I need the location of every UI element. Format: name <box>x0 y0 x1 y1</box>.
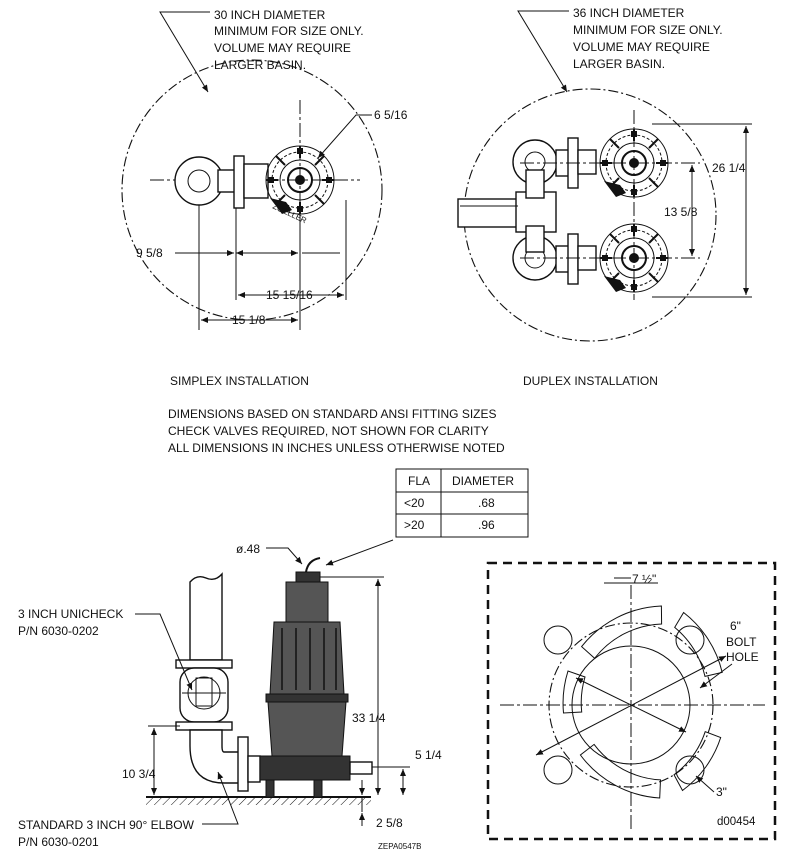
duplex-note-line-4: LARGER BASIN. <box>573 57 665 71</box>
simplex-dim-c: 15 15/16 <box>266 288 313 302</box>
bolt-hole-label-2: BOLT <box>726 635 757 649</box>
dim-left-label: 10 3/4 <box>122 767 156 781</box>
cable-dim-leader <box>266 547 303 565</box>
table-row-2-diameter: .96 <box>478 518 495 532</box>
duplex-plan: 36 INCH DIAMETER MINIMUM FOR SIZE ONLY. … <box>457 6 752 388</box>
dim-discharge-label: 5 1/4 <box>415 748 442 762</box>
simplex-dim-b: 9 5/8 <box>136 246 163 260</box>
simplex-flange <box>233 155 245 209</box>
duplex-basin-outline <box>463 88 717 342</box>
dim-height-label: 33 1/4 <box>352 711 386 725</box>
duplex-note-line-3: VOLUME MAY REQUIRE <box>573 40 710 54</box>
elbow-label-1: STANDARD 3 INCH 90° ELBOW <box>18 818 195 832</box>
base-dim-slot-label: 3" <box>716 785 727 799</box>
general-notes: DIMENSIONS BASED ON STANDARD ANSI FITTIN… <box>168 407 505 455</box>
simplex-note-line-1: 30 INCH DIAMETER <box>214 8 326 22</box>
dim-base-label: 2 5/8 <box>376 816 403 830</box>
unicheck-valve <box>175 667 233 731</box>
simplex-dim-d: 15 1/8 <box>232 313 266 327</box>
simplex-basin-note: 30 INCH DIAMETER MINIMUM FOR SIZE ONLY. … <box>214 8 364 72</box>
duplex-note-line-1: 36 INCH DIAMETER <box>573 6 685 20</box>
bolt-hole-label-3: HOLE <box>726 650 759 664</box>
simplex-note-line-2: MINIMUM FOR SIZE ONLY. <box>214 24 364 38</box>
unicheck-label-1: 3 INCH UNICHECK <box>18 607 123 621</box>
base-plate-view: 7 ½" 6" BOLT HOLE 3" d00454 <box>486 561 777 841</box>
table-header-fla: FLA <box>408 474 430 488</box>
duplex-dim-height: 26 1/4 <box>712 161 746 175</box>
pump-elevation <box>259 557 373 798</box>
simplex-note-line-3: VOLUME MAY REQUIRE <box>214 41 351 55</box>
drawing-number: d00454 <box>717 816 756 828</box>
ground-hatch <box>146 797 371 805</box>
note-line-3: ALL DIMENSIONS IN INCHES UNLESS OTHERWIS… <box>168 441 505 455</box>
base-plate-frame <box>486 561 777 841</box>
table-row-1-diameter: .68 <box>478 496 495 510</box>
duplex-dim-spacing: 13 5/8 <box>664 205 698 219</box>
base-plate-ring <box>562 605 723 799</box>
elevation-view: ø.48 33 1/4 5 1/4 10 3/4 2 5/8 3 INCH UN… <box>18 539 442 851</box>
svg-text:ZOELLER: ZOELLER <box>271 202 308 226</box>
duplex-note-line-2: MINIMUM FOR SIZE ONLY. <box>573 23 723 37</box>
base-dim-top-label: 7 ½" <box>632 572 656 586</box>
unicheck-label-2: P/N 6030-0202 <box>18 624 99 638</box>
elbow-label-2: P/N 6030-0201 <box>18 835 99 849</box>
simplex-note-line-4: LARGER BASIN. <box>214 58 306 72</box>
simplex-dim-a: 6 5/16 <box>374 108 408 122</box>
note-line-1: DIMENSIONS BASED ON STANDARD ANSI FITTIN… <box>168 407 497 421</box>
table-header-diameter: DIAMETER <box>452 474 514 488</box>
note-line-2: CHECK VALVES REQUIRED, NOT SHOWN FOR CLA… <box>168 424 489 438</box>
table-row-2-fla: >20 <box>404 518 425 532</box>
cable-dim-label: ø.48 <box>236 542 260 556</box>
drawing-code: ZEPA0547B <box>378 842 421 851</box>
cable-table: FLA DIAMETER <20 .68 >20 .96 <box>395 468 529 538</box>
simplex-note-leader <box>159 11 210 93</box>
simplex-caption: SIMPLEX INSTALLATION <box>170 374 309 388</box>
bolt-hole-label-1: 6" <box>730 619 741 633</box>
simplex-plan: 30 INCH DIAMETER MINIMUM FOR SIZE ONLY. … <box>121 8 408 388</box>
table-row-1-fla: <20 <box>404 496 425 510</box>
simplex-discharge-pipe <box>174 156 224 206</box>
duplex-caption: DUPLEX INSTALLATION <box>523 374 658 388</box>
elbow-pipe <box>189 729 241 784</box>
duplex-note-leader <box>517 10 569 93</box>
duplex-header-pipe <box>457 198 521 228</box>
duplex-basin-note: 36 INCH DIAMETER MINIMUM FOR SIZE ONLY. … <box>573 6 723 71</box>
